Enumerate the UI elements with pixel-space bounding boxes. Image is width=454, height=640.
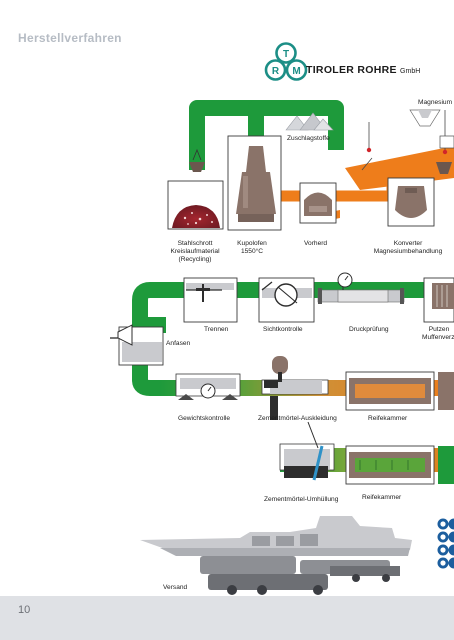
melting-stage: [167, 100, 454, 231]
label-versand: Versand: [163, 584, 188, 591]
label-zuschlagstoffe: Zuschlagstoffe: [287, 135, 330, 142]
label-reifekammer-2: Reifekammer: [362, 494, 402, 501]
lining-stage: [160, 356, 454, 420]
label-trennen: Trennen: [204, 326, 229, 333]
shipping-stage: [140, 516, 454, 595]
page-number: 10: [18, 604, 31, 616]
page-header-title: Herstellverfahren: [18, 31, 122, 45]
inspection-stage: [110, 272, 454, 396]
company-logo: T R M: [264, 42, 308, 81]
label-anfasen: Anfasen: [166, 340, 191, 347]
label-druckpruefung: Druckprüfung: [349, 326, 389, 333]
label-zementmoertel-auskleidung: Zementmörtel-Auskleidung: [258, 415, 337, 422]
logo-letter-t: T: [283, 49, 289, 60]
coating-stage: [279, 421, 454, 485]
label-zementmoertel-umhuellung: Zementmörtel-Umhüllung: [264, 496, 339, 503]
label-vorherd: Vorherd: [304, 240, 328, 247]
label-sichtkontrolle: Sichtkontrolle: [263, 326, 303, 333]
label-gewichtskontrolle: Gewichtskontrolle: [178, 415, 231, 422]
page-footer: [0, 596, 454, 640]
logo-letter-m: M: [292, 66, 300, 77]
brand-name: TIROLER ROHRE GmbH: [306, 64, 421, 76]
logo-letter-r: R: [272, 66, 280, 77]
label-reifekammer-1: Reifekammer: [368, 415, 408, 422]
label-magnesium: Magnesium: [418, 99, 453, 106]
